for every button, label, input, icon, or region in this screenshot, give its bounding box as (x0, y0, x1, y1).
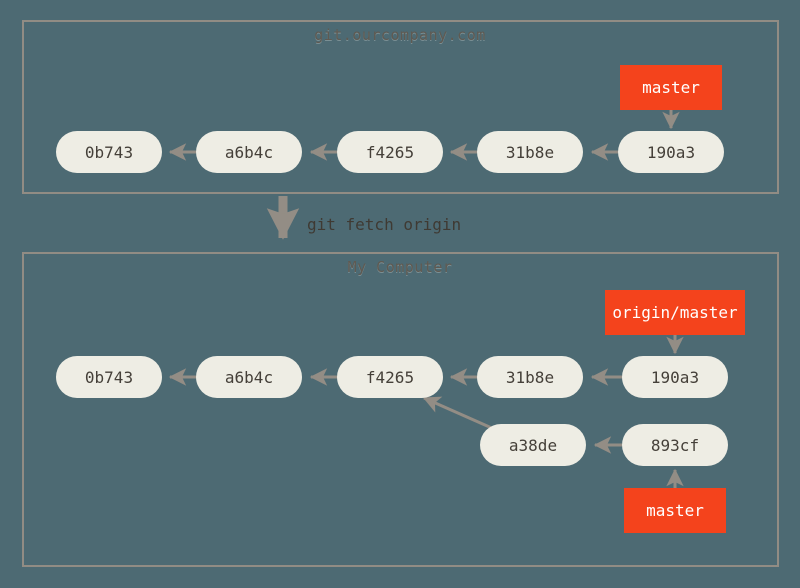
commit-node[interactable]: 31b8e (477, 356, 583, 398)
commit-node[interactable]: 0b743 (56, 356, 162, 398)
commit-node[interactable]: f4265 (337, 356, 443, 398)
commit-node[interactable]: 0b743 (56, 131, 162, 173)
commit-node[interactable]: a6b4c (196, 356, 302, 398)
ref-label-origin-master[interactable]: origin/master (605, 290, 745, 335)
command-label-git-fetch: git fetch origin (307, 215, 462, 234)
commit-node[interactable]: a38de (480, 424, 586, 466)
commit-node[interactable]: a6b4c (196, 131, 302, 173)
ref-label-master-local[interactable]: master (624, 488, 726, 533)
commit-node[interactable]: 190a3 (622, 356, 728, 398)
panel-remote-title: git.ourcompany.com (314, 26, 486, 44)
ref-label-master-remote[interactable]: master (620, 65, 722, 110)
panel-remote-server (22, 20, 779, 194)
commit-node[interactable]: 893cf (622, 424, 728, 466)
commit-node[interactable]: 31b8e (477, 131, 583, 173)
commit-node[interactable]: f4265 (337, 131, 443, 173)
panel-local-title: My Computer (347, 258, 453, 276)
commit-node[interactable]: 190a3 (618, 131, 724, 173)
panel-local-computer (22, 252, 779, 567)
